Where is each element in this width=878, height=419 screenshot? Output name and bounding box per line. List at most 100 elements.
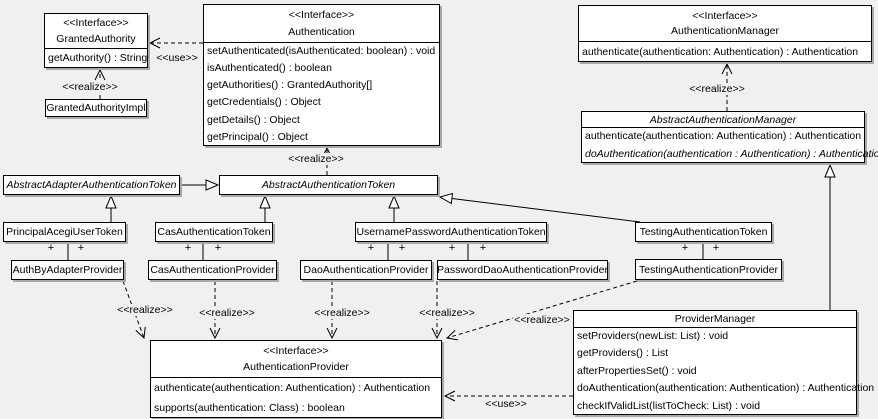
realize-label: <<realize>> [287,153,345,165]
realize-label: <<realize>> [313,307,371,319]
multiplicity-label: + [681,242,689,254]
method-row: getPrincipal() : Object [207,130,308,143]
use-label: <<use>> [484,398,528,410]
class-title-authentication: <<Interface>> Authentication [204,5,439,43]
class-box-authentication-provider: <<Interface>> AuthenticationProvider authe… [150,340,442,418]
class-box-abstract-authentication-token: AbstractAuthenticationToken [219,175,438,195]
method-row: getAuthorities() : GrantedAuthority[] [207,79,373,92]
class-box-cas-authentication-provider: CasAuthenticationProvider [148,260,277,280]
class-title-username-password-authentication-token: UsernamePasswordAuthenticationToken [356,223,546,241]
class-title-cas-authentication-token: CasAuthenticationToken [156,223,272,241]
class-title-abstract-authentication-manager: AbstractAuthenticationManager [582,112,864,128]
class-title-testing-authentication-provider: TestingAuthenticationProvider [636,260,781,279]
class-box-granted-authority-impl: GrantedAuthorityImpl [45,99,147,117]
method-row: getProviders() : List [577,347,669,360]
method-compartment: setProviders(newList: List) : void getPro… [574,328,875,415]
class-name: TestingAuthenticationToken [639,226,768,238]
method-row: doAuthentication(authentication: Authent… [577,382,875,395]
realize-label: <<realize>> [513,314,571,326]
method-row: getDetails() : Object [207,113,300,126]
class-title-auth-by-adapter-provider: AuthByAdapterProvider [12,261,123,279]
class-title-abstract-adapter-authentication-token: AbstractAdapterAuthenticationToken [4,176,179,194]
class-title-testing-authentication-token: TestingAuthenticationToken [636,223,771,241]
class-name: CasAuthenticationProvider [150,264,275,276]
realize-label: <<realize>> [116,304,174,316]
stereotype-label: <<Interface>> [288,9,355,22]
method-row: supports(authentication: Class) : boolea… [154,402,345,414]
class-box-password-dao-authentication-provider: PasswordDaoAuthenticationProvider [437,260,608,280]
method-row: authenticate(authentication: Authenticat… [582,46,859,58]
generalization-testing-token-to-abstract-token [440,197,641,223]
class-name: PasswordDaoAuthenticationProvider [437,264,609,276]
class-box-principal-acegi-user-token: PrincipalAcegiUserToken [3,222,126,242]
multiplicity-label: + [47,242,55,254]
method-row: setProviders(newList: List) : void [577,330,729,342]
realize-label: <<realize>> [61,81,119,93]
multiplicity-label: + [712,242,720,254]
class-box-authentication: <<Interface>> Authentication setAuthentica… [203,4,440,146]
class-name: AbstractAuthenticationToken [261,179,396,191]
method-row: setAuthenticated(isAuthenticated: boolea… [207,45,436,57]
class-name: TestingAuthenticationProvider [639,263,778,276]
realize-label: <<realize>> [688,83,746,95]
class-name: UsernamePasswordAuthenticationToken [356,226,546,238]
method-row: afterPropertiesSet() : void [577,364,697,377]
method-row: authenticate(authentication: Authenticat… [585,130,862,142]
multiplicity-label: + [77,242,85,254]
method-compartment: authenticate(authentication: Authenticat… [151,378,441,418]
class-box-abstract-adapter-authentication-token: AbstractAdapterAuthenticationToken [3,175,180,195]
class-box-provider-manager: ProviderManager setProviders(newList: Lis… [573,310,875,415]
method-row: isAuthenticated() : boolean [207,62,332,75]
class-title-granted-authority-impl: GrantedAuthorityImpl [46,100,146,116]
class-name: GrantedAuthority [56,32,136,45]
method-compartment: authenticate(authentication: Authenticat… [579,42,871,62]
class-name: ProviderManager [674,313,756,325]
class-box-abstract-authentication-manager: AbstractAuthenticationManager authenticat… [581,111,878,163]
method-row: authenticate(authentication: Authenticat… [154,382,431,394]
class-name: Authentication [288,25,355,38]
class-title-authentication-manager: <<Interface>> AuthenticationManager [579,6,871,42]
class-title-cas-authentication-provider: CasAuthenticationProvider [149,261,276,279]
stereotype-label: <<Interface>> [692,9,758,22]
class-box-cas-authentication-token: CasAuthenticationToken [155,222,273,242]
class-name: GrantedAuthorityImpl [46,102,146,114]
realize-label: <<realize>> [418,307,476,319]
stereotype-label: <<Interface>> [63,17,129,30]
class-box-testing-authentication-token: TestingAuthenticationToken [635,222,772,242]
method-compartment: setAuthenticated(isAuthenticated: boolea… [204,43,439,146]
class-box-testing-authentication-provider: TestingAuthenticationProvider [635,259,782,280]
method-compartment: authenticate(authentication: Authenticat… [582,128,878,163]
class-title-principal-acegi-user-token: PrincipalAcegiUserToken [4,223,125,241]
class-box-dao-authentication-provider: DaoAuthenticationProvider [300,260,432,280]
use-label: <<use>> [155,52,199,64]
class-box-auth-by-adapter-provider: AuthByAdapterProvider [11,260,124,280]
class-title-authentication-provider: <<Interface>> AuthenticationProvider [151,341,441,378]
multiplicity-label: + [184,242,192,254]
class-name: AuthenticationManager [671,25,779,38]
realize-label: <<realize>> [198,307,256,319]
class-name: PrincipalAcegiUserToken [6,226,123,238]
method-row: checkIfValidList(listToCheck: List) : vo… [577,399,761,412]
method-row: doAuthentication(authentication : Authen… [585,147,878,160]
class-box-authentication-manager: <<Interface>> AuthenticationManager authen… [578,5,872,62]
class-name: AuthenticationProvider [243,361,349,373]
multiplicity-label: + [448,242,456,254]
class-title-dao-authentication-provider: DaoAuthenticationProvider [301,261,431,279]
stereotype-label: <<Interface>> [263,345,329,357]
multiplicity-label: + [479,242,487,254]
class-box-username-password-authentication-token: UsernamePasswordAuthenticationToken [355,222,547,242]
method-row: getCredentials() : Object [207,96,321,109]
class-name: DaoAuthenticationProvider [303,264,429,276]
multiplicity-label: + [214,242,222,254]
class-title-abstract-authentication-token: AbstractAuthenticationToken [220,176,437,194]
class-name: AuthByAdapterProvider [12,264,123,276]
class-title-granted-authority: <<Interface>> GrantedAuthority [45,14,147,49]
class-name: CasAuthenticationToken [157,226,271,238]
class-name: AbstractAdapterAuthenticationToken [6,179,177,191]
multiplicity-label: + [398,242,406,254]
realize-testing-provider-to-authentication-provider [445,280,638,341]
class-name: AbstractAuthenticationManager [649,113,797,126]
